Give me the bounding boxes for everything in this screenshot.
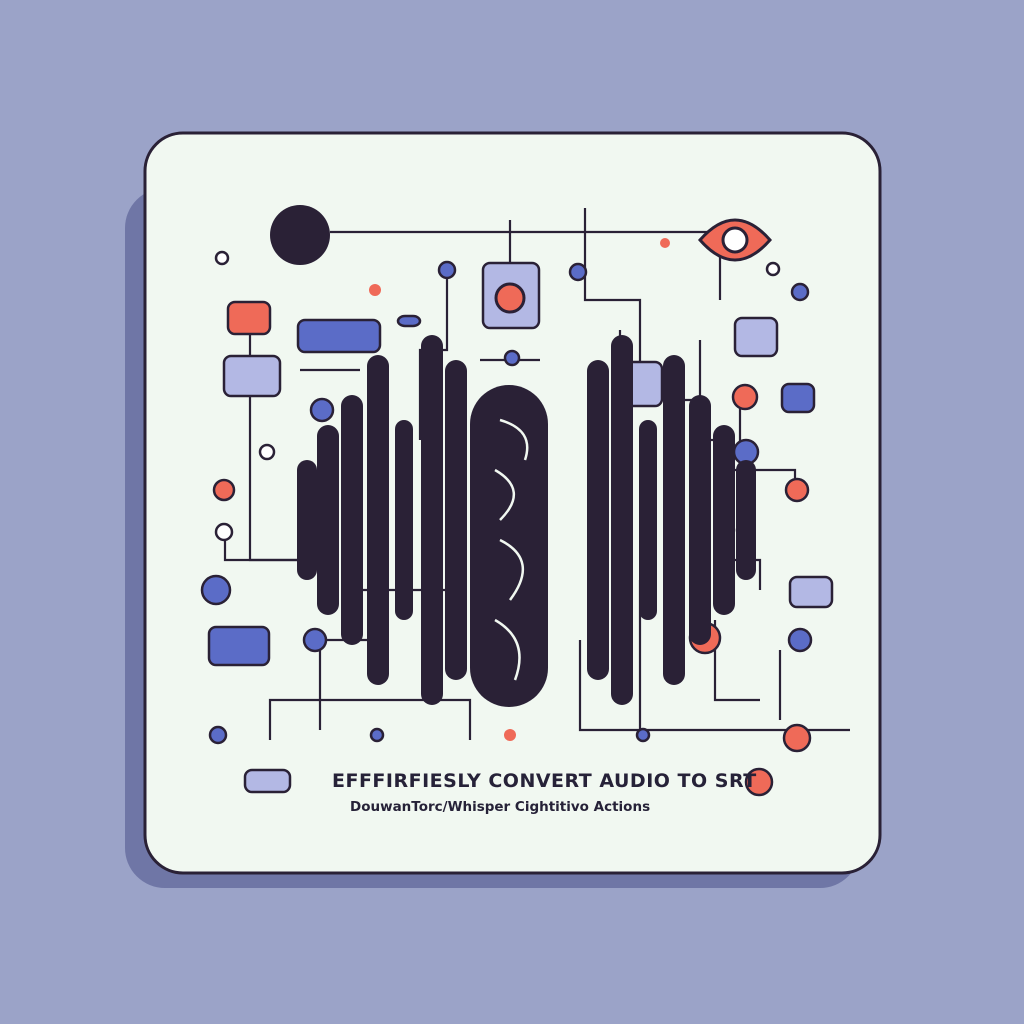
message-bubble-icon <box>207 625 271 667</box>
waveform-bar <box>367 355 389 685</box>
message-bubble-icon <box>296 318 382 354</box>
waveform-bar <box>587 360 609 680</box>
node-circle <box>214 250 230 266</box>
node-circle <box>369 284 381 296</box>
waveform-bar <box>421 335 443 705</box>
node-circle <box>765 261 781 277</box>
waveform-bar <box>736 460 756 580</box>
message-bubble-icon <box>733 316 779 358</box>
connector-line <box>583 208 642 370</box>
message-bubble-icon <box>243 768 292 794</box>
message-bubble-icon <box>222 354 282 398</box>
waveform-swirl <box>499 538 525 601</box>
node-circle <box>782 723 812 753</box>
waveform-bar <box>395 420 413 620</box>
waveform-bar <box>663 355 685 685</box>
waveform-swirl <box>494 618 521 681</box>
message-bubble-icon <box>788 575 834 609</box>
node-circle <box>744 767 774 797</box>
node-circle <box>660 238 670 248</box>
node-circle <box>784 477 810 503</box>
node-circle <box>214 522 234 542</box>
camera-lens-icon <box>494 282 526 314</box>
waveform <box>297 335 756 707</box>
waveform-bar <box>639 420 657 620</box>
node-circle <box>369 727 385 743</box>
connector-line <box>223 540 300 562</box>
node-circle <box>635 727 651 743</box>
subtitle: DouwanTorc/Whisper Cightitivo Actions <box>350 799 651 815</box>
node-circle <box>212 478 236 502</box>
message-bubble-icon <box>226 300 272 336</box>
node-circle <box>787 627 813 653</box>
waveform-bar <box>341 395 363 645</box>
waveform-bar <box>317 425 339 615</box>
node-circle <box>437 260 457 280</box>
node-circle <box>200 574 232 606</box>
waveform-bar <box>713 425 735 615</box>
node-circle <box>258 443 276 461</box>
node-circle <box>309 397 335 423</box>
waveform-bar <box>689 395 711 645</box>
connector-line <box>268 698 472 740</box>
node-circle <box>504 729 516 741</box>
waveform-swirl <box>499 418 529 461</box>
waveform-swirl <box>494 468 516 521</box>
waveform-bar <box>611 335 633 705</box>
message-bubble-icon <box>396 314 422 328</box>
globe-icon <box>270 205 330 265</box>
node-circle <box>790 282 810 302</box>
waveform-bar <box>297 460 317 580</box>
eye-pupil-icon <box>721 226 749 254</box>
title: EFFFIRFIESLY CONVERT AUDIO TO SRT <box>332 770 757 792</box>
node-circle <box>731 383 759 411</box>
message-bubble-icon <box>780 382 816 414</box>
connector-line <box>578 640 850 732</box>
node-circle <box>568 262 588 282</box>
node-circle <box>302 627 328 653</box>
waveform-bar <box>445 360 467 680</box>
decorations <box>200 205 834 797</box>
node-circle <box>208 725 228 745</box>
node-circle <box>503 349 521 367</box>
